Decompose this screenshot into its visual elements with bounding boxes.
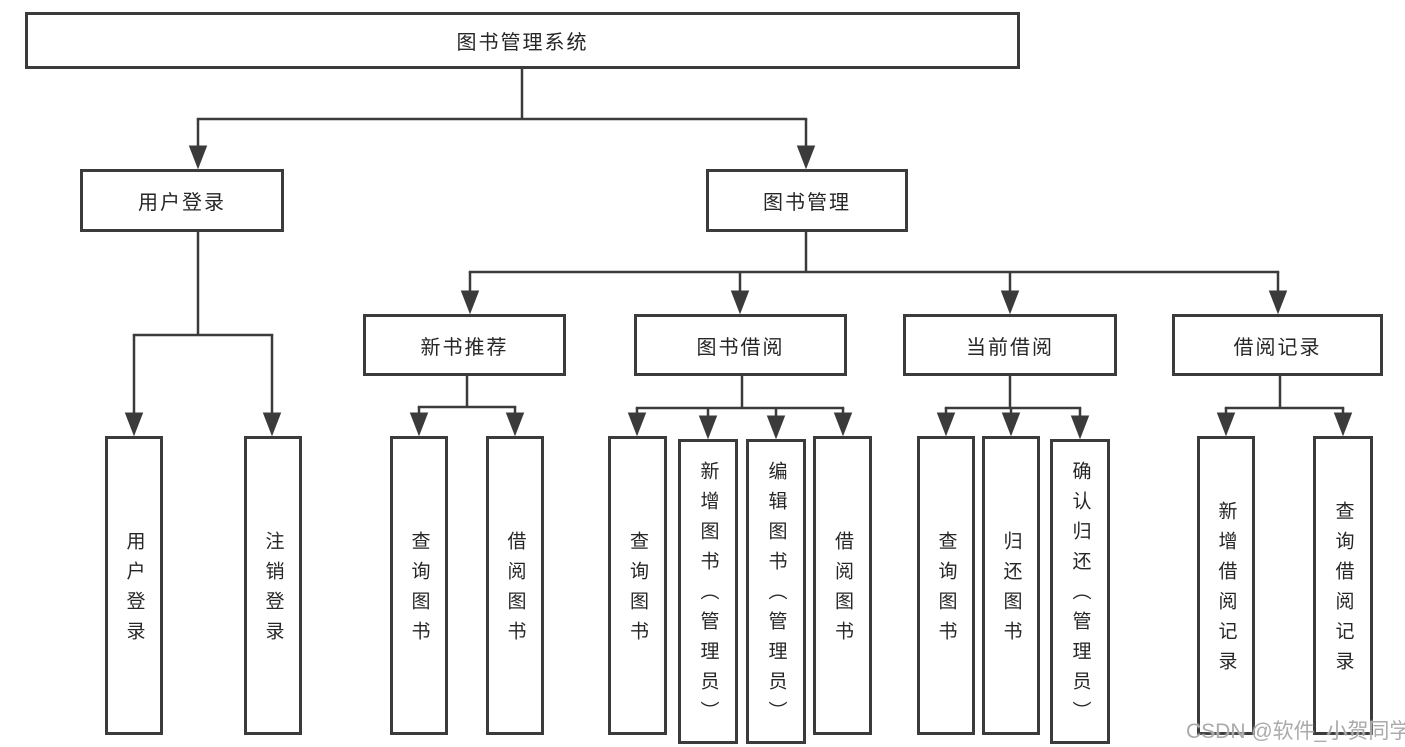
node-root-library-system: 图书管理系统 (25, 12, 1020, 69)
leaf-add-books-admin: 新增图书（管理员） (678, 439, 738, 744)
leaf-logout: 注销登录 (244, 436, 302, 735)
node-book-management: 图书管理 (706, 169, 908, 232)
node-new-book-recommendation: 新书推荐 (363, 314, 566, 376)
leaf-add-borrow-record: 新增借阅记录 (1197, 436, 1255, 735)
leaf-borrow-books-recommend: 借阅图书 (486, 436, 544, 735)
leaf-borrow-books: 借阅图书 (813, 436, 872, 735)
csdn-watermark: CSDN @软件_小贺同学 (1186, 720, 1405, 743)
leaf-query-borrow-record: 查询借阅记录 (1313, 436, 1373, 735)
leaf-return-books: 归还图书 (982, 436, 1040, 735)
leaf-query-books-recommend: 查询图书 (390, 436, 448, 735)
node-current-borrowing: 当前借阅 (903, 314, 1117, 376)
node-borrowing-records: 借阅记录 (1172, 314, 1383, 376)
leaf-confirm-return-admin: 确认归还（管理员） (1050, 439, 1110, 744)
node-user-login: 用户登录 (80, 169, 284, 232)
leaf-query-books-current: 查询图书 (917, 436, 975, 735)
leaf-query-books-borrowing: 查询图书 (608, 436, 667, 735)
leaf-user-login: 用户登录 (105, 436, 163, 735)
node-book-borrowing: 图书借阅 (634, 314, 847, 376)
leaf-edit-books-admin: 编辑图书（管理员） (746, 439, 806, 744)
